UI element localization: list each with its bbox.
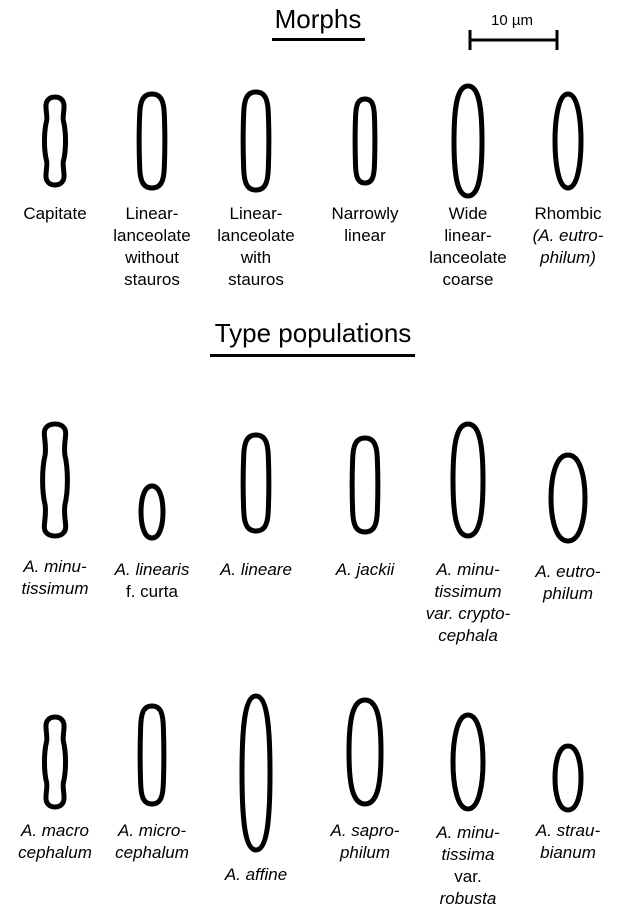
type-populations-row1-label-6: A. eutro-philum bbox=[516, 561, 620, 605]
label-line: Narrowly bbox=[313, 203, 417, 225]
type-populations-row1-valve-outline-4 bbox=[346, 432, 384, 538]
label-line: A. sapro- bbox=[313, 820, 417, 842]
label-line: lanceolate bbox=[100, 225, 204, 247]
label-line: cephalum bbox=[3, 842, 107, 864]
morphs-label-6: Rhombic(A. eutro-philum) bbox=[516, 203, 620, 269]
label-line: lanceolate bbox=[204, 225, 308, 247]
type-populations-row1-valve-outline-3 bbox=[237, 429, 275, 537]
label-line: A. micro- bbox=[100, 820, 204, 842]
label-line: without bbox=[100, 247, 204, 269]
label-line: philum bbox=[313, 842, 417, 864]
label-line: cephalum bbox=[100, 842, 204, 864]
label-line: bianum bbox=[516, 842, 620, 864]
label-line: philum) bbox=[516, 247, 620, 269]
label-line: stauros bbox=[100, 269, 204, 291]
label-line: with bbox=[204, 247, 308, 269]
label-line: A. minu- bbox=[416, 559, 520, 581]
label-line: tissima bbox=[416, 844, 520, 866]
type-populations-row2-label-4: A. sapro-philum bbox=[313, 820, 417, 864]
type-populations-row2-label-2: A. micro-cephalum bbox=[100, 820, 204, 864]
type-populations-heading: Type populations bbox=[195, 318, 431, 349]
scale-bar bbox=[0, 0, 625, 60]
type-populations-heading-underline bbox=[210, 354, 415, 357]
label-line: linear bbox=[313, 225, 417, 247]
label-line: A. macro bbox=[3, 820, 107, 842]
label-line: Wide bbox=[416, 203, 520, 225]
type-populations-row1-label-1: A. minu-tissimum bbox=[3, 556, 107, 600]
morphs-valve-outline-3 bbox=[237, 86, 275, 196]
morphs-valve-outline-5 bbox=[448, 80, 488, 202]
type-populations-row2-valve-outline-4 bbox=[343, 694, 387, 810]
type-populations-row2-valve-outline-5 bbox=[447, 709, 489, 815]
label-line: coarse bbox=[416, 269, 520, 291]
label-line: Capitate bbox=[3, 203, 107, 225]
label-line: philum bbox=[516, 583, 620, 605]
label-line: lanceolate bbox=[416, 247, 520, 269]
label-line: A. lineare bbox=[204, 559, 308, 581]
type-populations-row2-valve-outline-1 bbox=[38, 711, 72, 813]
label-line: Linear- bbox=[100, 203, 204, 225]
label-line: var. bbox=[416, 866, 520, 888]
label-line: (A. eutro- bbox=[516, 225, 620, 247]
label-line: A. jackii bbox=[313, 559, 417, 581]
label-line: tissimum bbox=[3, 578, 107, 600]
type-populations-row1-label-4: A. jackii bbox=[313, 559, 417, 581]
type-populations-row1-valve-outline-1 bbox=[36, 418, 74, 542]
type-populations-row2-label-3: A. affine bbox=[204, 864, 308, 886]
label-line: A. strau- bbox=[516, 820, 620, 842]
label-line: A. affine bbox=[204, 864, 308, 886]
label-line: A. eutro- bbox=[516, 561, 620, 583]
type-populations-row2-valve-outline-2 bbox=[134, 700, 170, 810]
morphs-valve-outline-1 bbox=[38, 91, 72, 191]
label-line: Rhombic bbox=[516, 203, 620, 225]
morphs-label-1: Capitate bbox=[3, 203, 107, 225]
label-line: A. minu- bbox=[416, 822, 520, 844]
type-populations-row2-valve-outline-3 bbox=[236, 690, 276, 856]
morphs-valve-outline-4 bbox=[349, 93, 381, 189]
label-line: f. curta bbox=[100, 581, 204, 603]
label-line: stauros bbox=[204, 269, 308, 291]
label-line: cephala bbox=[416, 625, 520, 647]
label-line: tissimum bbox=[416, 581, 520, 603]
type-populations-row1-label-3: A. lineare bbox=[204, 559, 308, 581]
label-line: robusta bbox=[416, 888, 520, 910]
morphs-valve-outline-6 bbox=[549, 88, 587, 194]
type-populations-row1-valve-outline-2 bbox=[135, 480, 169, 544]
label-line: var. crypto- bbox=[416, 603, 520, 625]
label-line: A. minu- bbox=[3, 556, 107, 578]
type-populations-row1-valve-outline-6 bbox=[545, 449, 591, 547]
type-populations-row2-valve-outline-6 bbox=[549, 740, 587, 816]
label-line: linear- bbox=[416, 225, 520, 247]
morphs-valve-outline-2 bbox=[133, 88, 171, 194]
type-populations-row1-valve-outline-5 bbox=[447, 418, 489, 542]
label-line: A. linearis bbox=[100, 559, 204, 581]
type-populations-row2-label-6: A. strau-bianum bbox=[516, 820, 620, 864]
label-line: Linear- bbox=[204, 203, 308, 225]
